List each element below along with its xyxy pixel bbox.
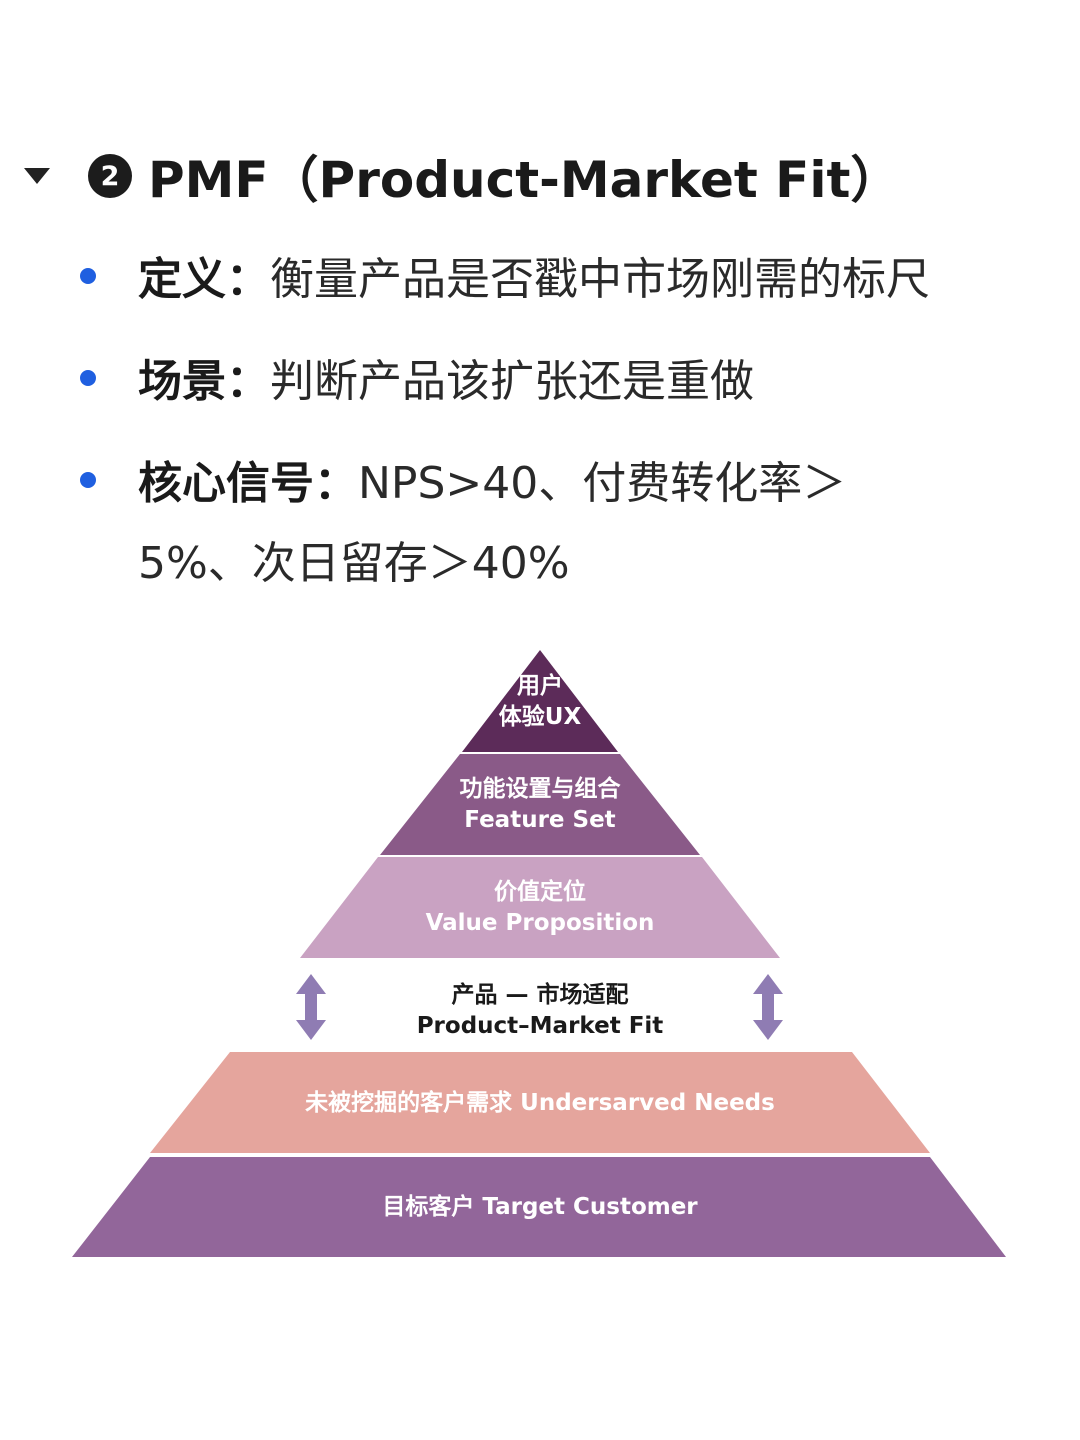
bullet-dot-icon xyxy=(80,268,96,284)
bullet-value: NPS>40、付费转化率＞5%、次日留存＞40% xyxy=(138,458,847,589)
layer-label-underserved: 未被挖掘的客户需求 Undersarved Needs xyxy=(305,1089,775,1116)
bullet-content: 定义：衡量产品是否戳中市场刚需的标尺 xyxy=(138,240,1018,320)
bullet-label: 核心信号： xyxy=(138,458,358,509)
collapse-toggle-icon[interactable] xyxy=(24,168,50,184)
pyramid-layer-value-proposition xyxy=(300,857,780,958)
bullet-label: 场景： xyxy=(138,356,270,407)
section-title: PMF（Product-Market Fit） xyxy=(148,151,901,209)
bullet-value: 衡量产品是否戳中市场刚需的标尺 xyxy=(270,254,930,305)
bullet-content: 核心信号：NPS>40、付费转化率＞5%、次日留存＞40% xyxy=(138,444,898,604)
layer-label-feature-line2: Feature Set xyxy=(464,807,615,833)
layer-label-feature-line1: 功能设置与组合 xyxy=(460,775,622,802)
layer-label-target: 目标客户 Target Customer xyxy=(382,1193,698,1220)
pmf-pyramid-diagram: 用户 体验UX 功能设置与组合 Feature Set 价值定位 Value P… xyxy=(72,650,1006,1257)
bullet-dot-icon xyxy=(80,472,96,488)
pyramid-layer-target-customer xyxy=(72,1157,1006,1257)
bullet-value: 判断产品该扩张还是重做 xyxy=(270,356,754,407)
bullet-dot-icon xyxy=(80,370,96,386)
layer-label-value-line2: Value Proposition xyxy=(426,910,655,936)
pyramid-layer-underserved-needs xyxy=(150,1052,930,1153)
layer-label-ux-line1: 用户 xyxy=(517,672,563,699)
pyramid-layer-feature-set xyxy=(380,754,700,855)
layer-label-ux-line2: 体验UX xyxy=(499,703,582,730)
fit-label-line1: 产品 — 市场适配 xyxy=(451,981,628,1008)
number-badge: 2 xyxy=(88,154,132,198)
bullet-label: 定义： xyxy=(138,254,270,305)
pyramid-layer-ux xyxy=(462,650,618,752)
double-arrow-left-icon xyxy=(296,974,326,1040)
fit-label-line2: Product–Market Fit xyxy=(417,1013,664,1039)
layer-label-value-line1: 价值定位 xyxy=(494,878,586,905)
double-arrow-right-icon xyxy=(753,974,783,1040)
section-heading: 2 PMF（Product-Market Fit） xyxy=(24,140,1044,212)
bullet-content: 场景：判断产品该扩张还是重做 xyxy=(138,342,1018,422)
